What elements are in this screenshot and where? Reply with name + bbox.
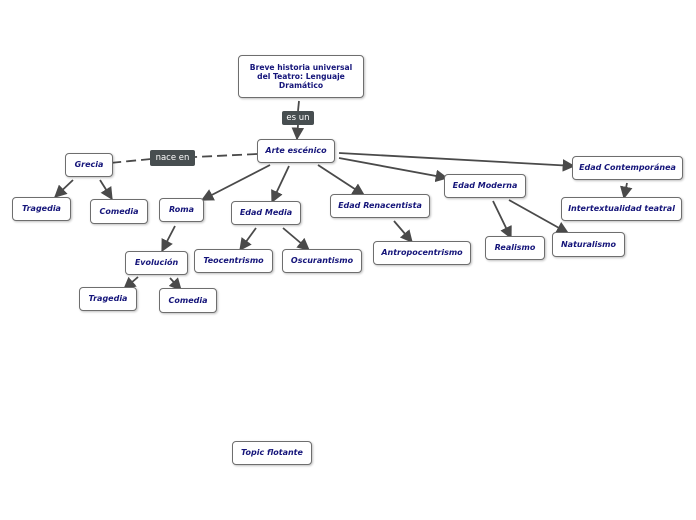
edge-roma-evolucion xyxy=(161,225,176,253)
topic-evolucion-tragedia[interactable]: Tragedia xyxy=(79,287,137,311)
edge-grecia-tragedia xyxy=(54,179,74,198)
edge-edadmedia-teocentrismo xyxy=(239,227,257,252)
edge-arte-contemporanea xyxy=(338,152,576,172)
edge-renacentista-antropocentrismo xyxy=(393,220,413,243)
topic-flotante[interactable]: Topic flotante xyxy=(232,441,312,465)
root-topic[interactable]: Breve historia universal del Teatro: Len… xyxy=(238,55,364,98)
topic-edad-moderna[interactable]: Edad Moderna xyxy=(444,174,526,198)
edge-arte-moderna xyxy=(338,157,449,183)
topic-grecia-comedia[interactable]: Comedia xyxy=(90,199,148,224)
link-label-es-un[interactable]: es un xyxy=(282,111,314,125)
edge-grecia-comedia xyxy=(99,179,113,201)
edge-contemporanea-intertextualidad xyxy=(620,182,633,200)
edge-moderna-realismo xyxy=(492,200,512,240)
edge-moderna-naturalismo xyxy=(508,199,570,234)
topic-teocentrismo[interactable]: Teocentrismo xyxy=(194,249,273,273)
topic-evolucion[interactable]: Evolución xyxy=(125,251,188,275)
edge-edadmedia-oscurantismo xyxy=(282,227,310,251)
topic-edad-contemporanea[interactable]: Edad Contemporánea xyxy=(572,156,683,180)
edge-eslabel-arte xyxy=(291,124,305,141)
edge-root-eslabel xyxy=(297,100,300,112)
topic-arte-escenico[interactable]: Arte escénico xyxy=(257,139,335,163)
topic-intertextualidad-teatral[interactable]: Intertextualidad teatral xyxy=(561,197,682,221)
edge-arte-edadmedia xyxy=(271,165,290,204)
topic-antropocentrismo[interactable]: Antropocentrismo xyxy=(373,241,471,265)
topic-edad-renacentista[interactable]: Edad Renacentista xyxy=(330,194,430,218)
edge-arte-renacentista xyxy=(317,164,366,196)
link-label-nace-en[interactable]: nace en xyxy=(150,150,195,166)
topic-roma[interactable]: Roma xyxy=(159,198,204,222)
edge-arte-roma xyxy=(200,164,271,201)
topic-edad-media[interactable]: Edad Media xyxy=(231,201,301,225)
topic-naturalismo[interactable]: Naturalismo xyxy=(552,232,625,257)
topic-evolucion-comedia[interactable]: Comedia xyxy=(159,288,217,313)
topic-grecia[interactable]: Grecia xyxy=(65,153,113,177)
topic-grecia-tragedia[interactable]: Tragedia xyxy=(12,197,71,221)
edge-arte-nacelabel xyxy=(194,153,258,158)
topic-oscurantismo[interactable]: Oscurantismo xyxy=(282,249,362,273)
topic-realismo[interactable]: Realismo xyxy=(485,236,545,260)
